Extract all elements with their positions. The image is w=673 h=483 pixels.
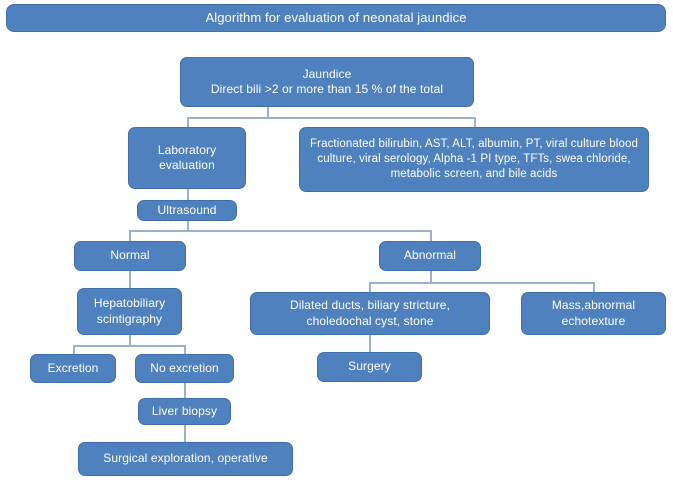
node-laboratory-evaluation[interactable]: Laboratory evaluation	[128, 127, 246, 189]
node-dilated-ducts[interactable]: Dilated ducts, biliary stricture, choled…	[250, 292, 490, 335]
node-normal[interactable]: Normal	[74, 241, 186, 271]
node-laboratory-tests-label: Fractionated bilirubin, AST, ALT, albumi…	[310, 138, 638, 180]
node-surgical-exploration-label: Surgical exploration, operative	[103, 451, 268, 466]
connector-normal-to-scintigraphy	[129, 271, 131, 288]
diagram-title-bar: Algorithm for evaluation of neonatal jau…	[6, 4, 666, 32]
diagram-title-text: Algorithm for evaluation of neonatal jau…	[205, 9, 467, 25]
node-excretion-label: Excretion	[47, 360, 99, 375]
connector-to-no-excretion	[184, 345, 186, 355]
connector-no-excretion-to-biopsy	[184, 383, 186, 399]
node-no-excretion-label: No excretion	[150, 360, 219, 375]
node-ultrasound-label: Ultrasound	[157, 202, 217, 217]
connector-abnormal-down	[430, 271, 432, 283]
node-abnormal-label: Abnormal	[403, 248, 457, 263]
connector-scintigraphy-down	[129, 335, 131, 346]
connector-scintigraphy-split	[73, 345, 185, 347]
connector-to-dilated-ducts	[369, 282, 371, 292]
node-jaundice[interactable]: Jaundice Direct bili >2 or more than 15 …	[180, 57, 474, 107]
node-dilated-ducts-label: Dilated ducts, biliary stricture, choled…	[289, 298, 451, 328]
connector-to-abnormal	[430, 230, 432, 241]
node-normal-label: Normal	[110, 248, 150, 263]
node-excretion[interactable]: Excretion	[30, 354, 116, 383]
node-mass-echotexture-label: Mass,abnormal echotexture	[551, 298, 636, 328]
node-surgery-label: Surgery	[348, 359, 391, 374]
connector-to-mass	[593, 282, 595, 292]
connector-abnormal-split	[369, 282, 594, 284]
connector-ultrasound-split	[129, 230, 431, 232]
connector-dilated-ducts-to-surgery	[369, 335, 371, 352]
node-no-excretion[interactable]: No excretion	[135, 354, 234, 383]
node-liver-biopsy[interactable]: Liver biopsy	[138, 398, 231, 425]
connector-to-normal	[129, 230, 131, 241]
connector-to-lab-tests	[474, 117, 476, 127]
node-surgical-exploration[interactable]: Surgical exploration, operative	[78, 442, 293, 476]
node-jaundice-label: Jaundice Direct bili >2 or more than 15 …	[210, 66, 444, 96]
connector-lab-to-ultrasound	[187, 189, 189, 201]
connector-to-excretion	[73, 345, 75, 355]
node-surgery[interactable]: Surgery	[317, 352, 422, 382]
connector-jaundice-down	[267, 107, 269, 118]
node-mass-echotexture[interactable]: Mass,abnormal echotexture	[521, 292, 666, 335]
connector-biopsy-to-surgical-exploration	[184, 424, 186, 442]
connector-jaundice-split	[187, 117, 475, 119]
node-liver-biopsy-label: Liver biopsy	[151, 403, 218, 418]
node-laboratory-tests[interactable]: Fractionated bilirubin, AST, ALT, albumi…	[299, 127, 649, 192]
node-hepatobiliary-scintigraphy-label: Hepatobiliary scintigraphy	[93, 296, 166, 326]
connector-to-lab-evaluation	[187, 117, 189, 127]
node-laboratory-evaluation-label: Laboratory evaluation	[157, 142, 217, 172]
node-ultrasound[interactable]: Ultrasound	[137, 200, 237, 221]
node-abnormal[interactable]: Abnormal	[379, 241, 481, 271]
node-hepatobiliary-scintigraphy[interactable]: Hepatobiliary scintigraphy	[77, 288, 182, 335]
connector-ultrasound-down	[187, 220, 189, 231]
